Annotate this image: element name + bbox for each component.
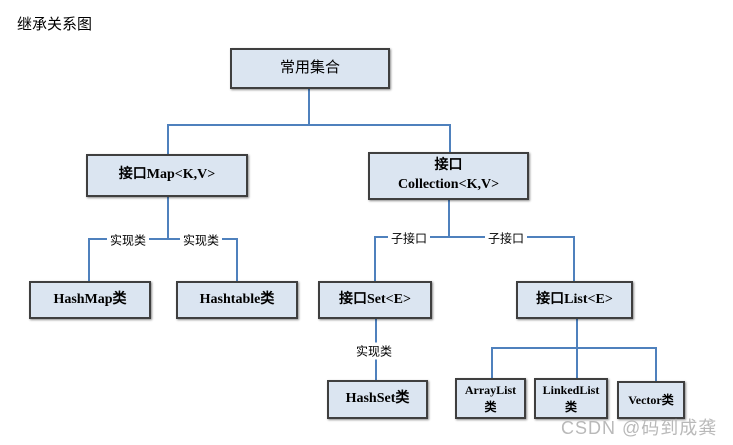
node-label: 接口List<E> [536, 291, 613, 307]
node-label: 接口Set<E> [339, 291, 411, 307]
node-label-line2: 类 [484, 399, 497, 414]
node-label: Hashtable类 [199, 291, 275, 307]
node-vector: Vector类 [617, 381, 685, 419]
connector-map-up [167, 124, 169, 154]
connector-set-drop [374, 236, 376, 281]
connector-vector-drop [655, 347, 657, 381]
node-label-line1: 接口 [434, 158, 463, 174]
edge-label-map-right: 实现类 [179, 231, 223, 249]
connector-list-drop [573, 236, 575, 281]
node-common-collections: 常用集合 [230, 48, 390, 89]
node-label: HashSet类 [345, 391, 410, 407]
node-label-line1: LinkedList [542, 382, 600, 397]
node-interface-collection: 接口 Collection<K,V> [368, 152, 529, 200]
edge-label-collection-right: 子接口 [484, 229, 528, 247]
node-linkedlist: LinkedList 类 [534, 378, 608, 419]
connector-list-down [576, 318, 578, 349]
node-hashtable: Hashtable类 [176, 281, 298, 319]
edge-label-set-impl: 实现类 [352, 342, 396, 360]
page-title: 继承关系图 [17, 17, 93, 33]
connector-root-horizontal [167, 124, 451, 126]
node-hashset: HashSet类 [327, 380, 428, 419]
connector-collection-horizontal [374, 236, 575, 238]
node-interface-map: 接口Map<K,V> [86, 154, 248, 197]
edge-label-collection-left: 子接口 [387, 229, 431, 247]
connector-linkedlist-drop [576, 347, 578, 378]
node-label-line2: Collection<K,V> [397, 177, 500, 192]
csdn-watermark: CSDN @码到成龚 [561, 418, 718, 438]
node-label: 常用集合 [279, 60, 340, 77]
node-label: Vector类 [628, 392, 674, 407]
node-label: HashMap类 [53, 291, 127, 307]
node-arraylist: ArrayList 类 [455, 378, 526, 419]
connector-collection-down [448, 200, 450, 238]
node-hashmap: HashMap类 [29, 281, 151, 319]
node-interface-list: 接口List<E> [516, 281, 633, 319]
connector-hashtable-drop [236, 238, 238, 281]
connector-collection-up [449, 124, 451, 152]
connector-root-down [308, 88, 310, 125]
node-label-line2: 类 [564, 399, 577, 414]
node-interface-set: 接口Set<E> [318, 281, 432, 319]
connector-map-down [167, 197, 169, 240]
connector-arraylist-drop [491, 347, 493, 378]
connector-map-horizontal [88, 238, 238, 240]
node-label: 接口Map<K,V> [118, 167, 216, 183]
connector-list-horizontal [491, 347, 657, 349]
connector-hashmap-drop [88, 238, 90, 281]
node-label-line1: ArrayList [464, 382, 517, 397]
edge-label-map-left: 实现类 [106, 231, 150, 249]
